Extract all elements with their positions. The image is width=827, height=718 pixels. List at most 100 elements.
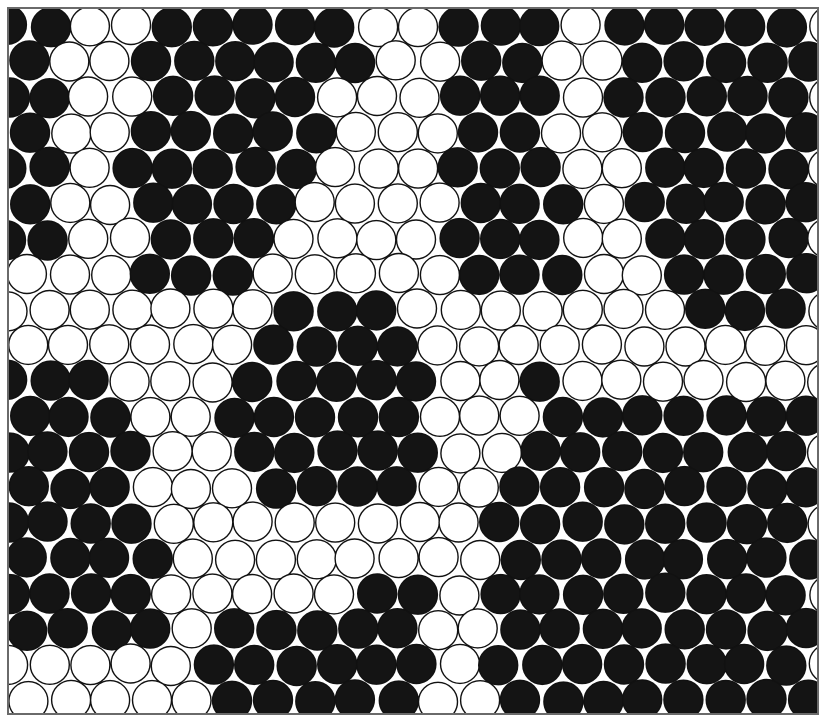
filled-disk <box>583 609 622 648</box>
filled-disk <box>500 184 539 223</box>
filled-disk <box>687 575 726 614</box>
open-disk <box>727 363 766 402</box>
filled-disk <box>7 538 46 577</box>
open-disk <box>133 681 172 718</box>
filled-disk <box>438 148 477 187</box>
filled-disk <box>215 398 254 437</box>
filled-disk <box>357 645 396 684</box>
open-disk <box>30 291 69 330</box>
open-disk <box>52 680 91 718</box>
filled-disk <box>521 431 560 470</box>
filled-disk <box>296 682 335 718</box>
open-disk <box>358 504 397 543</box>
open-disk <box>131 398 170 437</box>
filled-disk <box>544 682 583 718</box>
open-disk <box>461 541 500 580</box>
filled-disk <box>748 469 787 508</box>
filled-disk <box>235 432 274 471</box>
filled-disk <box>215 609 254 648</box>
open-disk <box>7 255 46 294</box>
filled-disk <box>665 255 704 294</box>
open-disk <box>151 647 190 686</box>
open-disk <box>542 114 581 153</box>
filled-disk <box>623 43 662 82</box>
open-disk <box>746 326 785 365</box>
open-disk <box>336 254 375 293</box>
filled-disk <box>194 219 233 258</box>
filled-disk <box>687 503 726 542</box>
filled-disk <box>10 41 49 80</box>
filled-disk <box>151 220 190 259</box>
open-disk <box>295 183 334 222</box>
filled-disk <box>501 610 540 649</box>
open-disk <box>583 113 622 152</box>
open-disk <box>335 539 374 578</box>
open-disk <box>421 42 460 81</box>
open-disk <box>253 254 292 293</box>
filled-disk <box>664 396 703 435</box>
filled-disk <box>704 183 743 222</box>
filled-disk <box>603 432 642 471</box>
open-disk <box>51 183 90 222</box>
open-disk <box>113 290 152 329</box>
filled-disk <box>296 43 335 82</box>
filled-disk <box>625 183 664 222</box>
open-disk <box>441 362 480 401</box>
open-disk <box>172 609 211 648</box>
open-disk <box>275 503 314 542</box>
filled-disk <box>194 645 233 684</box>
filled-disk <box>30 574 69 613</box>
filled-disk <box>31 361 70 400</box>
filled-disk <box>523 645 562 684</box>
filled-disk <box>665 467 704 506</box>
filled-disk <box>726 220 765 259</box>
filled-disk <box>623 113 662 152</box>
filled-disk <box>32 8 71 47</box>
open-disk <box>441 434 480 473</box>
open-disk <box>706 325 745 364</box>
filled-disk <box>254 681 293 718</box>
filled-disk <box>440 219 479 258</box>
open-disk <box>216 540 255 579</box>
filled-disk <box>398 433 437 472</box>
open-disk <box>459 468 498 507</box>
open-disk <box>646 290 685 329</box>
filled-disk <box>11 396 50 435</box>
filled-disk <box>543 398 582 437</box>
filled-disk <box>746 185 785 224</box>
filled-disk <box>726 7 765 46</box>
filled-disk <box>520 220 559 259</box>
filled-disk <box>398 575 437 614</box>
filled-disk <box>521 505 560 544</box>
filled-disk <box>746 255 785 294</box>
open-disk <box>70 290 109 329</box>
filled-disk <box>69 360 108 399</box>
filled-disk <box>397 362 436 401</box>
open-disk <box>70 148 109 187</box>
filled-disk <box>725 291 764 330</box>
open-disk <box>274 219 313 258</box>
filled-disk <box>767 432 806 471</box>
filled-disk <box>501 541 540 580</box>
filled-disk <box>768 503 807 542</box>
filled-disk <box>500 113 539 152</box>
filled-disk <box>748 611 787 650</box>
filled-disk <box>459 113 498 152</box>
filled-disk <box>152 8 191 47</box>
filled-disk <box>28 432 67 471</box>
filled-disk <box>90 538 129 577</box>
filled-disk <box>766 576 805 615</box>
open-disk <box>582 325 621 364</box>
filled-disk <box>257 185 296 224</box>
filled-disk <box>461 184 500 223</box>
filled-disk <box>623 396 662 435</box>
filled-disk <box>30 147 69 186</box>
filled-disk <box>175 41 214 80</box>
filled-disk <box>318 645 357 684</box>
open-disk <box>602 219 641 258</box>
open-disk <box>480 361 519 400</box>
filled-disk <box>460 255 499 294</box>
filled-disk <box>646 219 685 258</box>
filled-disk <box>111 575 150 614</box>
